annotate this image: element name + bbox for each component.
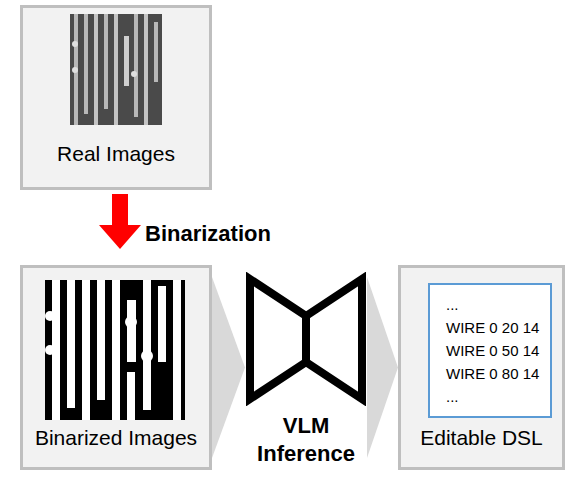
sem-via bbox=[131, 71, 137, 77]
binary-blob bbox=[125, 316, 137, 328]
binary-blob bbox=[45, 345, 55, 355]
encoder-shape bbox=[250, 279, 306, 399]
panel-fill bbox=[398, 265, 565, 470]
process-arrow bbox=[99, 194, 141, 249]
sem-image bbox=[70, 14, 162, 125]
sem-line bbox=[114, 14, 118, 125]
binary-line bbox=[158, 286, 166, 362]
flow-chevron bbox=[367, 277, 398, 458]
code-line: WIRE 0 20 14 bbox=[446, 316, 539, 339]
sem-via bbox=[72, 67, 78, 73]
image-panel: Real Images bbox=[20, 5, 212, 190]
panel-fill bbox=[20, 265, 212, 470]
block-label: VLM Inference bbox=[245, 412, 367, 468]
sem-line bbox=[154, 22, 158, 82]
vlm-block: VLM Inference bbox=[245, 272, 367, 472]
sem-line bbox=[144, 14, 148, 125]
flow-chevron bbox=[212, 277, 245, 458]
sem-line bbox=[104, 14, 108, 109]
image-panel: Binarized Images bbox=[20, 265, 212, 470]
binary-line bbox=[127, 300, 136, 362]
sem-line bbox=[84, 14, 88, 114]
code-line: ... bbox=[446, 293, 459, 316]
panel-fill bbox=[20, 5, 212, 190]
code-line: WIRE 0 50 14 bbox=[446, 339, 539, 362]
binary-line bbox=[173, 280, 181, 420]
binary-line bbox=[112, 280, 120, 420]
code-line: WIRE 0 80 14 bbox=[446, 362, 539, 385]
panel-label: Real Images bbox=[57, 141, 175, 167]
decoder-shape bbox=[306, 279, 362, 399]
binary-blob bbox=[45, 311, 55, 321]
binary-line bbox=[127, 372, 135, 420]
sem-line bbox=[124, 36, 129, 86]
code-line: ... bbox=[446, 385, 459, 408]
step-label: Binarization bbox=[145, 221, 271, 247]
binary-line bbox=[143, 280, 151, 410]
panel-label: Binarized Images bbox=[35, 425, 197, 451]
sem-background bbox=[70, 14, 162, 125]
output-panel: Editable DSL...WIRE 0 20 14WIRE 0 50 14W… bbox=[398, 265, 565, 470]
sem-line bbox=[94, 14, 98, 125]
sem-line bbox=[134, 14, 138, 117]
binary-line bbox=[97, 280, 105, 400]
binary-line bbox=[82, 280, 90, 420]
binarized-image bbox=[45, 280, 185, 420]
sem-via bbox=[72, 41, 78, 47]
code-box: ...WIRE 0 20 14WIRE 0 50 14WIRE 0 80 14.… bbox=[428, 283, 552, 418]
binary-line bbox=[67, 280, 75, 408]
binary-blob bbox=[141, 350, 153, 362]
encoder-decoder-icon bbox=[245, 272, 367, 406]
binary-background bbox=[45, 280, 185, 420]
panel-label: Editable DSL bbox=[420, 425, 543, 451]
